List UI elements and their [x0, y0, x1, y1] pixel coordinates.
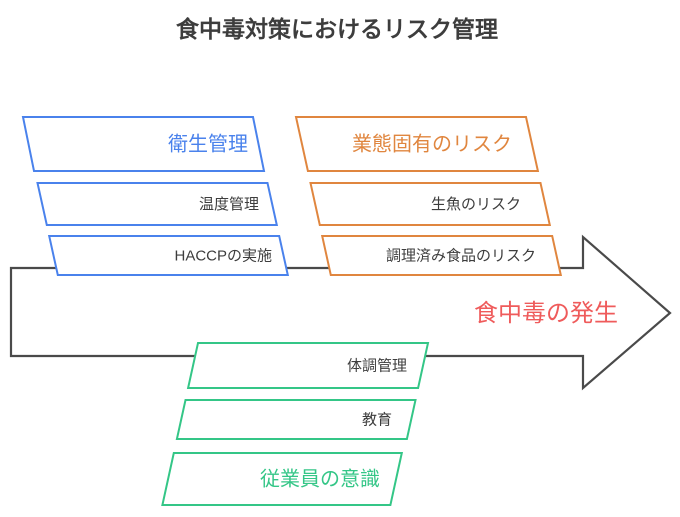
shape-business-risk-heading	[294, 116, 540, 172]
shape-hygiene-heading	[21, 116, 266, 172]
arrow-result-label: 食中毒の発生	[474, 300, 618, 327]
shape-employee-awareness-heading	[161, 452, 404, 506]
business-risk-heading-label: 業態固有のリスク	[352, 133, 512, 156]
shape-temperature-management	[36, 182, 279, 226]
shape-cooked-food-risk	[320, 235, 563, 276]
education-label: 教育	[362, 412, 392, 429]
health-management-label: 体調管理	[347, 358, 407, 375]
temperature-management-label: 温度管理	[199, 196, 259, 213]
employee-awareness-heading-label: 従業員の意識	[260, 468, 380, 491]
raw-fish-risk-label: 生魚のリスク	[431, 196, 521, 213]
shape-education	[175, 399, 417, 440]
cooked-food-risk-label: 調理済み食品のリスク	[386, 248, 536, 265]
shape-raw-fish-risk	[309, 182, 552, 226]
page-title: 食中毒対策におけるリスク管理	[176, 16, 498, 42]
hygiene-heading-label: 衛生管理	[168, 133, 248, 156]
shape-health-management	[186, 342, 430, 389]
shape-haccp	[47, 235, 290, 276]
haccp-label: HACCPの実施	[174, 248, 272, 265]
